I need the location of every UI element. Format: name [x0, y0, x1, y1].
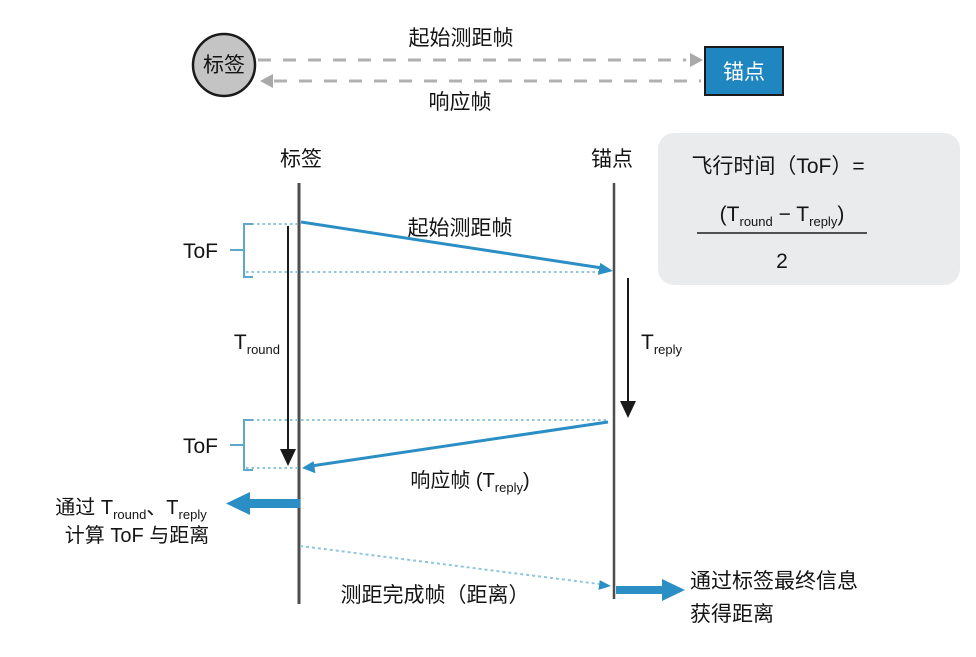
t-round-sub: round	[247, 342, 280, 357]
formula-lhs: 飞行时间（ToF）=	[691, 155, 864, 178]
response-frame-arrowhead-icon	[302, 461, 316, 474]
top-right-arrowhead-icon	[690, 53, 703, 67]
top-response-frame-label: 响应帧	[429, 91, 492, 114]
t-round-base: T	[234, 331, 247, 354]
seq-start-frame-label: 起始测距帧	[408, 217, 513, 240]
formula-denominator: 2	[776, 250, 788, 273]
left-note-line1: 通过 Tround、Treply	[55, 496, 207, 522]
start-frame-arrowhead-icon	[597, 262, 613, 275]
seq-tag-header: 标签	[280, 148, 322, 171]
right-note-line1: 通过标签最终信息	[690, 570, 858, 593]
response-frame-arrow-line	[310, 420, 609, 468]
t-reply-arrowhead-icon	[620, 401, 636, 418]
start-frame-arrow-line	[300, 220, 603, 270]
tof-label-2: ToF	[183, 435, 218, 458]
seq-anchor-header: 锚点	[591, 148, 633, 171]
tag-node-label: 标签	[203, 54, 245, 77]
left-note-sub-reply: reply	[179, 507, 208, 522]
anchor-node-box	[704, 46, 784, 96]
formula-numerator: (Tround − Treply)	[720, 203, 845, 229]
anchor-node-label: 锚点	[723, 61, 765, 84]
top-left-arrowhead-icon	[260, 74, 273, 88]
tof-label-1: ToF	[183, 240, 218, 263]
right-note-line2: 获得距离	[690, 603, 774, 626]
t-round-label: Tround	[234, 331, 280, 357]
tof-bracket-1	[243, 223, 253, 278]
t-round-arrowhead-icon	[280, 449, 296, 466]
tag-node-circle	[191, 32, 257, 98]
complete-frame-dotted-line	[299, 545, 600, 585]
response-label-suffix: )	[523, 470, 530, 492]
top-start-frame-label: 起始测距帧	[409, 27, 514, 50]
complete-frame-label: 测距完成帧（距离）	[341, 584, 530, 607]
formula-open-paren: (T	[720, 203, 740, 226]
formula-minus: − T	[773, 203, 810, 226]
tof-bracket-2	[243, 419, 253, 471]
formula-box	[658, 133, 960, 285]
t-reply-label: Treply	[641, 331, 683, 357]
t-reply-base: T	[641, 331, 654, 354]
response-label-sub: reply	[495, 480, 524, 495]
left-note-sub-round: round	[113, 507, 146, 522]
compute-tof-thick-arrow-icon	[226, 492, 300, 515]
formula-sub-reply: reply	[809, 214, 838, 229]
left-note-mid: 、T	[146, 497, 178, 519]
t-reply-sub: reply	[654, 342, 683, 357]
complete-frame-arrowhead-icon	[598, 580, 611, 590]
left-note-prefix: 通过 T	[55, 496, 113, 519]
formula-sub-round: round	[740, 214, 773, 229]
response-label-prefix: 响应帧 (T	[410, 469, 494, 492]
formula-close-paren: )	[837, 203, 844, 226]
get-distance-thick-arrow-icon	[616, 579, 685, 601]
left-note-line2: 计算 ToF 与距离	[65, 524, 209, 547]
seq-response-frame-label: 响应帧 (Treply)	[410, 469, 529, 495]
